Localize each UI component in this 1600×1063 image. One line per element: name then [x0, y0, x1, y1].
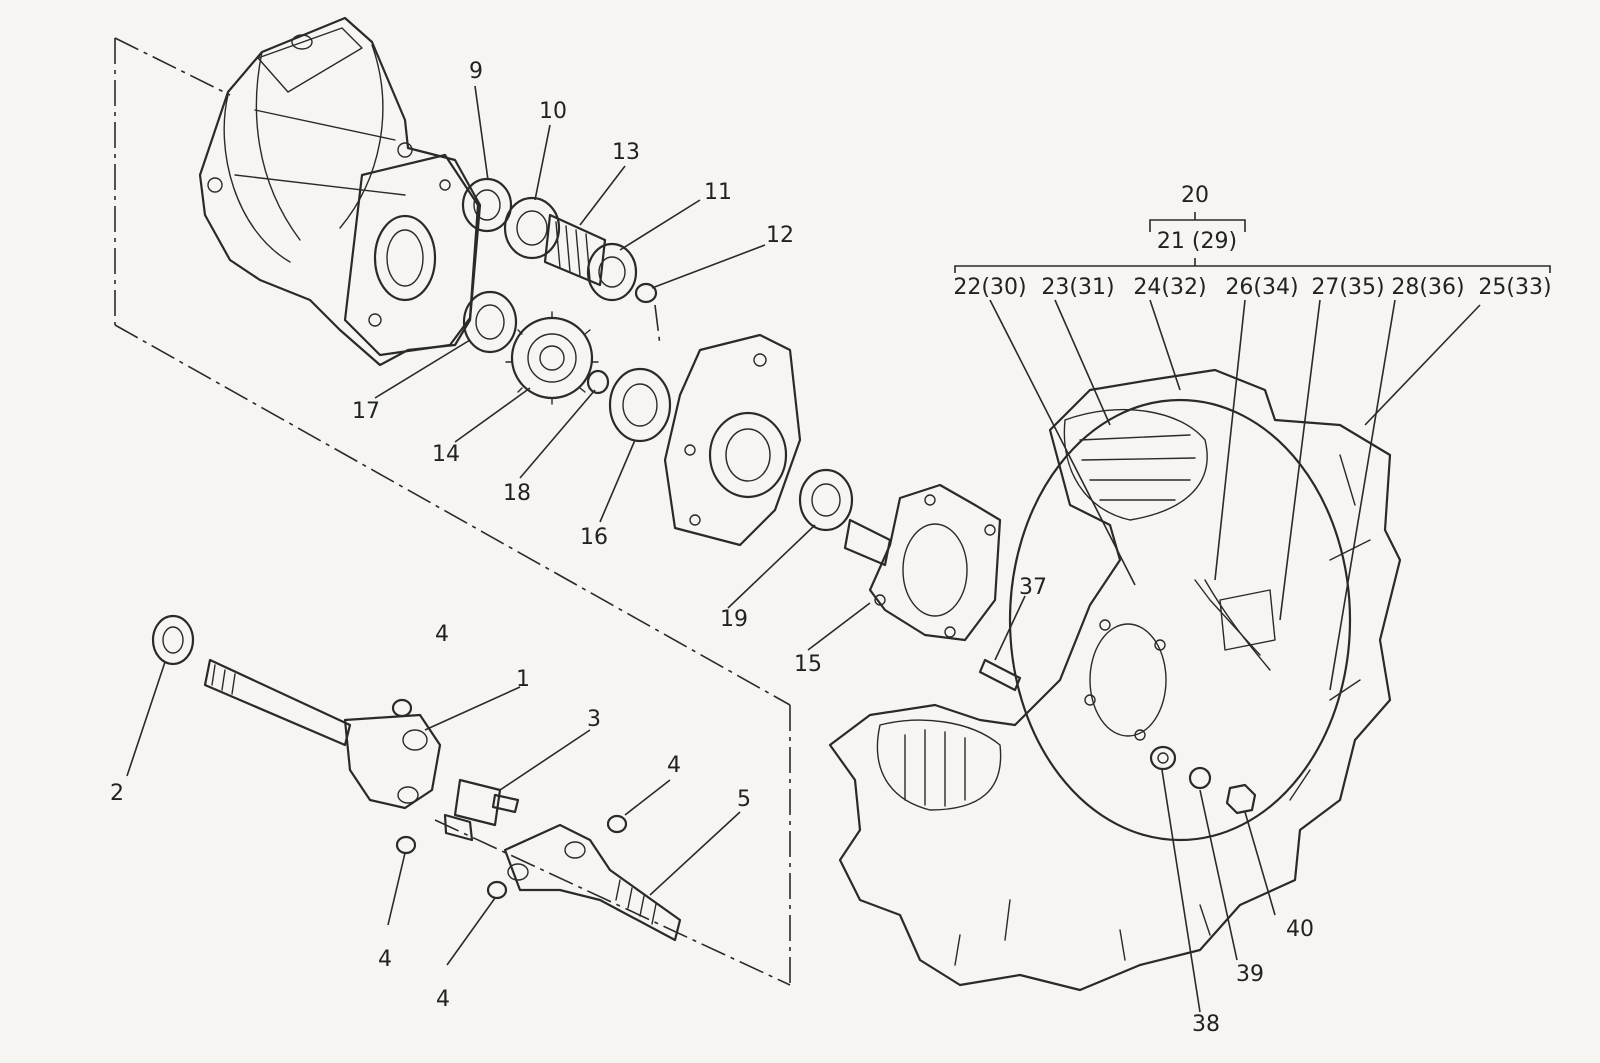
callout-4-bottom: 4 — [436, 987, 450, 1012]
callout-40: 40 — [1286, 917, 1314, 942]
gear-case-housing — [198, 16, 482, 367]
callout-22-30: 22(30) — [953, 275, 1026, 300]
bearing-11 — [586, 242, 638, 302]
leader-lines — [126, 85, 1551, 1013]
spline-shaft — [843, 518, 892, 567]
callout-14: 14 — [432, 442, 460, 467]
flange-15 — [868, 483, 1002, 642]
callout-28-36: 28(36) — [1391, 275, 1464, 300]
callout-4-right: 4 — [667, 753, 681, 778]
callout-27-35: 27(35) — [1311, 275, 1384, 300]
callout-1: 1 — [516, 667, 530, 692]
lock-washer-39 — [1188, 766, 1212, 790]
callout-23-31: 23(31) — [1041, 275, 1114, 300]
bearing-16 — [608, 367, 672, 443]
callout-26-34: 26(34) — [1225, 275, 1298, 300]
callout-38: 38 — [1192, 1012, 1220, 1037]
callout-16: 16 — [580, 525, 608, 550]
bearing-19 — [798, 468, 854, 532]
snap-ring-18 — [586, 369, 610, 395]
yoke-shaft-5 — [503, 823, 682, 942]
callout-18: 18 — [503, 481, 531, 506]
snap-ring-12 — [634, 282, 658, 304]
universal-joint-cross-3 — [443, 778, 520, 842]
callout-3: 3 — [587, 707, 601, 732]
nut-40 — [1225, 783, 1257, 815]
callout-13: 13 — [612, 140, 640, 165]
callout-15: 15 — [794, 652, 822, 677]
oil-seal-2 — [151, 614, 195, 666]
gear-shaft-13 — [543, 213, 607, 287]
callout-5: 5 — [737, 787, 751, 812]
callout-4-bottom-left: 4 — [378, 947, 392, 972]
gear-case-cover — [663, 333, 802, 547]
callout-9: 9 — [469, 59, 483, 84]
bearing-10 — [503, 196, 561, 260]
bearing-17 — [462, 290, 518, 354]
bearing-9 — [461, 177, 513, 233]
callout-17: 17 — [352, 399, 380, 424]
callout-20: 20 — [1181, 183, 1209, 208]
snap-ring-4 — [391, 698, 628, 900]
callout-19: 19 — [720, 607, 748, 632]
drive-shaft-1 — [203, 658, 442, 810]
assembly-frame — [114, 37, 791, 986]
callout-4-top: 4 — [435, 622, 449, 647]
washer-38 — [1149, 745, 1177, 771]
gear-14 — [505, 311, 599, 405]
callout-39: 39 — [1236, 962, 1264, 987]
callout-12: 12 — [766, 223, 794, 248]
callout-11: 11 — [704, 180, 732, 205]
wheel-assembly — [828, 368, 1402, 992]
callout-37: 37 — [1019, 575, 1047, 600]
stud-bolt-37 — [978, 658, 1022, 692]
callout-labels: 9 10 13 11 12 17 14 18 16 19 15 37 2 1 3… — [110, 59, 1552, 1037]
callout-24-32: 24(32) — [1133, 275, 1206, 300]
callout-25-33: 25(33) — [1478, 275, 1551, 300]
callout-2: 2 — [110, 781, 124, 806]
callout-10: 10 — [539, 99, 567, 124]
callout-21-29: 21 (29) — [1157, 229, 1237, 254]
